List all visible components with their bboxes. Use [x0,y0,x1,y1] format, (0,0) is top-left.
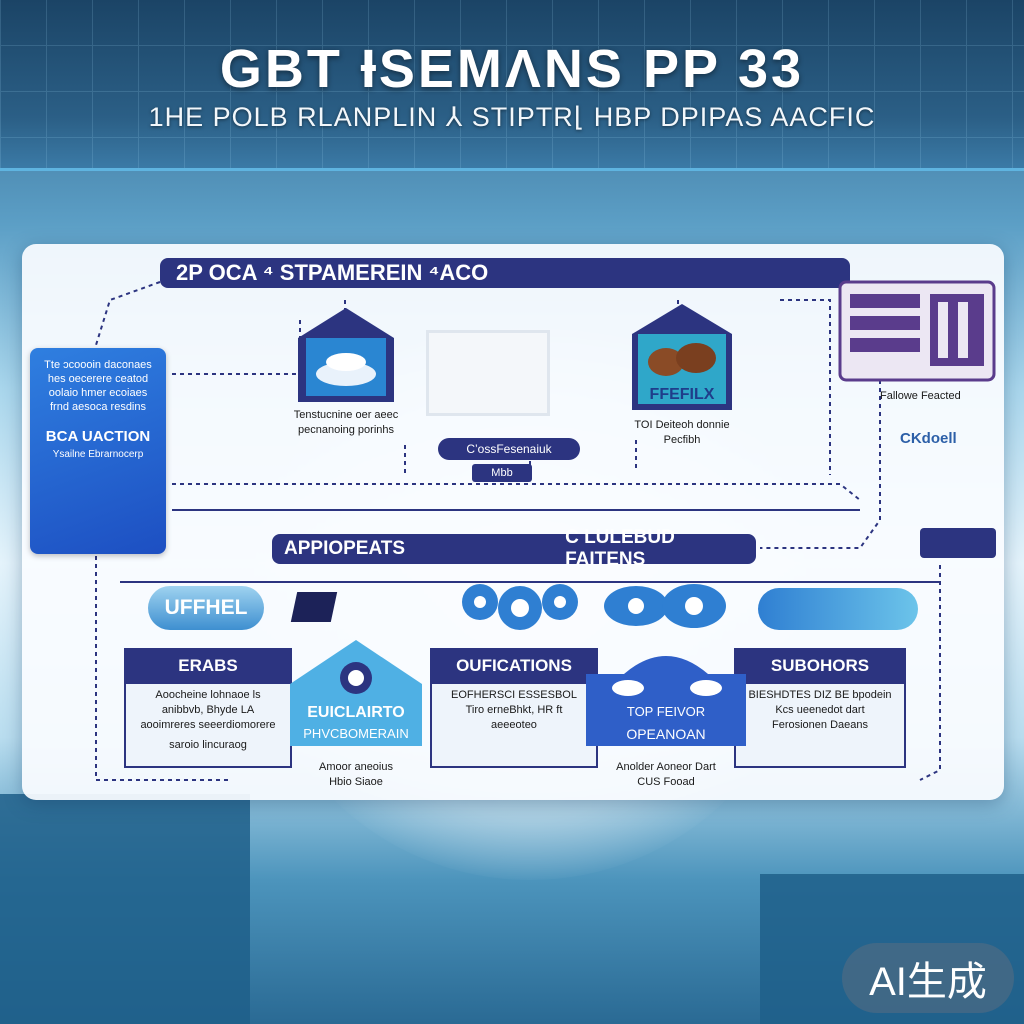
icon-tile-uffhel: UFFHEL [148,586,264,630]
left-info-card: Tte ɔcoooin daconaes hes oecerere ceatod… [30,348,166,554]
mid-banner: APPIOPEATS C LULEBUD FAITENS [272,527,756,570]
center-pill: C’ossFesenaiuk [438,438,580,460]
ai-generated-watermark: AI生成 [842,943,1014,1013]
section-footer-erabs: saroio lincuraog [169,739,247,751]
right-caption-2: CKdoell [900,430,957,447]
section-label-subohors: SUBOHORS [734,648,906,684]
tile-1-line1: EUICLAIRTO [307,704,405,721]
left-card-footer: Ysailne Ebrarnocerp [52,449,144,460]
center-placeholder-box [426,330,550,416]
header-grid [0,0,1024,168]
bread-house-icon [632,304,732,410]
page-subtitle: 1HE POLB RLANPLIN ⅄ STIPTR⌊ HBP DPIPAS A… [148,102,876,132]
gear-cluster-icon [462,584,578,630]
server-rack-icon [838,280,996,382]
node-2-caption: TOI Deiteoh donnie Pecfibh [634,419,730,446]
section-caption-erabs: Aoocheine lohnaoe ls anibbvb, Bhyde LA a… [140,689,276,731]
tile-1-caption: Amoor aneoius Hbio Siaoe [319,761,393,788]
mid-banner-left: APPIOPEATS [284,538,406,559]
left-card-heading: BCA UACTION [45,428,151,445]
house-tile-2 [586,656,746,746]
header-banner [0,0,1024,171]
house-tile-1 [290,640,422,746]
section-caption-subohors: BIESHDTES DIZ BE bpodein Kcs ueenedot da… [748,689,892,731]
capsule-device-icon [758,588,918,630]
tile-2-line1: TOP FEIVOR [626,704,706,719]
city-block-left [0,794,250,1024]
section-label-erabs: ERABS [124,648,292,684]
tile-2-caption: Anolder Aoneor Dart CUS Fooad [616,761,716,788]
section-label-oufications: OUFICATIONS [430,648,598,684]
mini-rack-icon [920,528,996,558]
eye-pair-icon [604,584,726,628]
factory-house-icon [298,308,394,402]
mid-banner-right: C LULEBUD FAITENS [565,527,675,570]
node-1-caption: Tenstucnine oer aeec pecnanoing porinhs [293,409,399,436]
center-tag: Mbb [472,464,532,482]
page-title: GBT ƗSEMɅNS PP 33 [219,39,805,99]
tile-2-line2: OPEANOAN [626,726,706,742]
left-card-text: Tte ɔcoooin daconaes hes oecerere ceatod… [44,359,152,413]
dark-tile-icon [290,592,338,622]
right-caption-1: Fallowe Feacted [880,390,961,402]
tile-1-line2: PHVCBOMERAIN [303,726,409,741]
top-banner: 2P OCA ⁴ STPAMEREIN ⁴ACO [160,258,850,288]
node-2-label: FFEFILX [649,386,715,403]
section-caption-oufications: EOFHERSCI ESSESBOL Tiro erneBhkt, HR ft … [451,689,577,731]
